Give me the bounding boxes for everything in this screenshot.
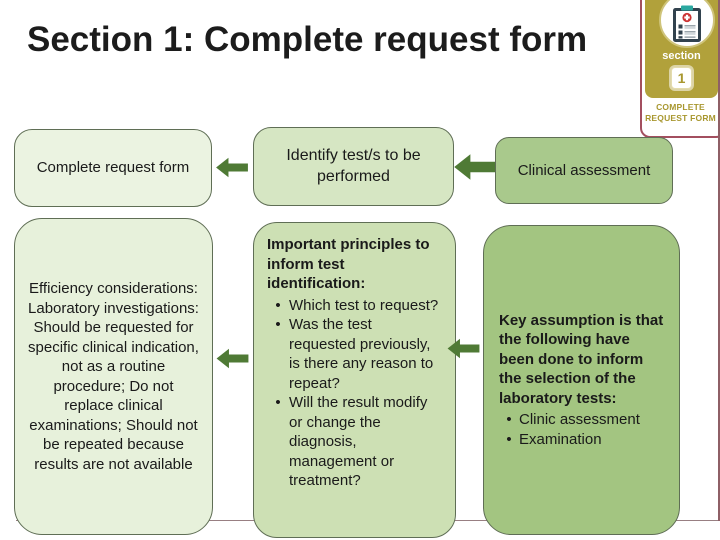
list-item: Clinic assessment: [499, 410, 664, 430]
clipboard-icon-circle: [659, 0, 715, 48]
divider-line-right: [718, 0, 720, 521]
flow-box-complete-request-form: Complete request form: [14, 129, 212, 207]
clipboard-icon: [673, 5, 701, 42]
badge-caption: COMPLETE REQUEST FORM: [645, 102, 716, 124]
flow-box-clinical-assessment: Clinical assessment: [495, 137, 673, 204]
arrow-left-icon: [445, 337, 482, 360]
list-item: Examination: [499, 430, 664, 450]
arrow-left-icon: [214, 156, 250, 179]
badge-section-number: 1: [671, 67, 692, 89]
flow-box-identify-tests: Identify test/s to be performed: [253, 127, 454, 206]
key-assumption-heading: Key assumption is that the following hav…: [499, 311, 664, 407]
principles-heading: Important principles to inform test iden…: [267, 236, 430, 292]
key-assumption-bullet-list: Clinic assessment Examination: [499, 410, 664, 449]
badge-section-label: section: [662, 50, 701, 62]
flow-box-important-principles: Important principles to inform test iden…: [253, 222, 456, 538]
list-item: Will the result modify or change the dia…: [267, 393, 442, 491]
arrow-left-icon: [216, 347, 249, 370]
page-title: Section 1: Complete request form: [27, 20, 588, 59]
flow-box-label: Complete request form: [36, 159, 190, 177]
list-item: Which test to request?: [267, 296, 442, 316]
principles-bullet-list: Which test to request? Was the test requ…: [267, 296, 442, 491]
flow-box-key-assumption: Key assumption is that the following hav…: [483, 225, 680, 535]
flow-box-text: Efficiency considerations: Laboratory in…: [28, 280, 199, 473]
flow-box-label: Identify test/s to be performed: [286, 146, 421, 185]
flow-box-efficiency-considerations: Efficiency considerations: Laboratory in…: [14, 218, 213, 535]
arrow-left-icon: [453, 152, 497, 182]
list-item: Was the test requested previously, is th…: [267, 315, 442, 393]
flow-box-label: Clinical assessment: [517, 161, 651, 179]
